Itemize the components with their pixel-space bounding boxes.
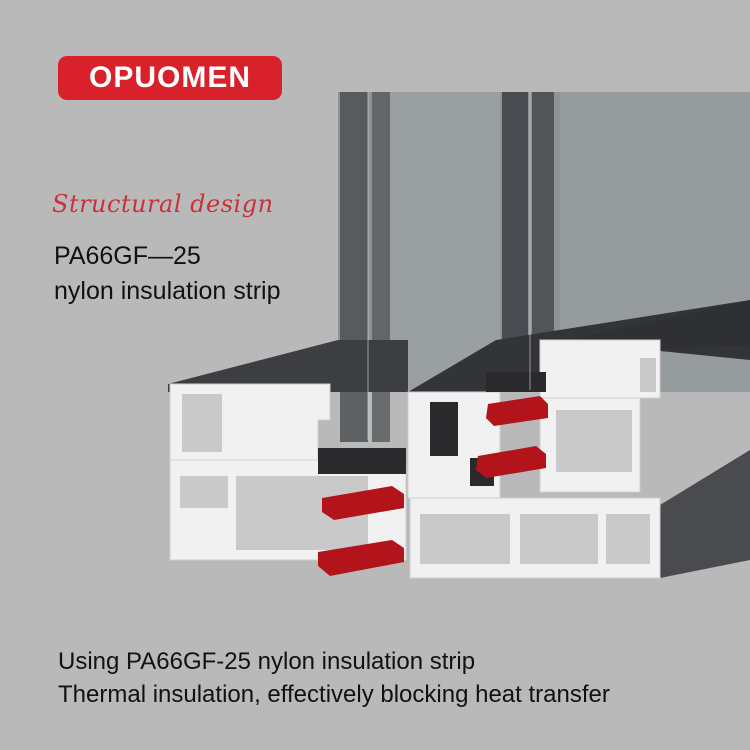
material-code: PA66GF—25: [54, 242, 201, 270]
material-description: nylon insulation strip: [54, 277, 281, 305]
nylon-insulation-strips: [318, 396, 548, 576]
structural-design-label: Structural design: [52, 190, 274, 218]
caption-line-1: Using PA66GF-25 nylon insulation strip: [58, 648, 476, 675]
frame-top-surface: [168, 300, 750, 392]
brand-logo-text: OPUOMEN: [88, 61, 251, 94]
glass-edge-highlights: [367, 92, 531, 440]
caption-line-2: Thermal insulation, effectively blocking…: [58, 681, 610, 708]
brand-logo: OPUOMEN: [58, 56, 282, 100]
frame-side-face: [660, 450, 750, 578]
